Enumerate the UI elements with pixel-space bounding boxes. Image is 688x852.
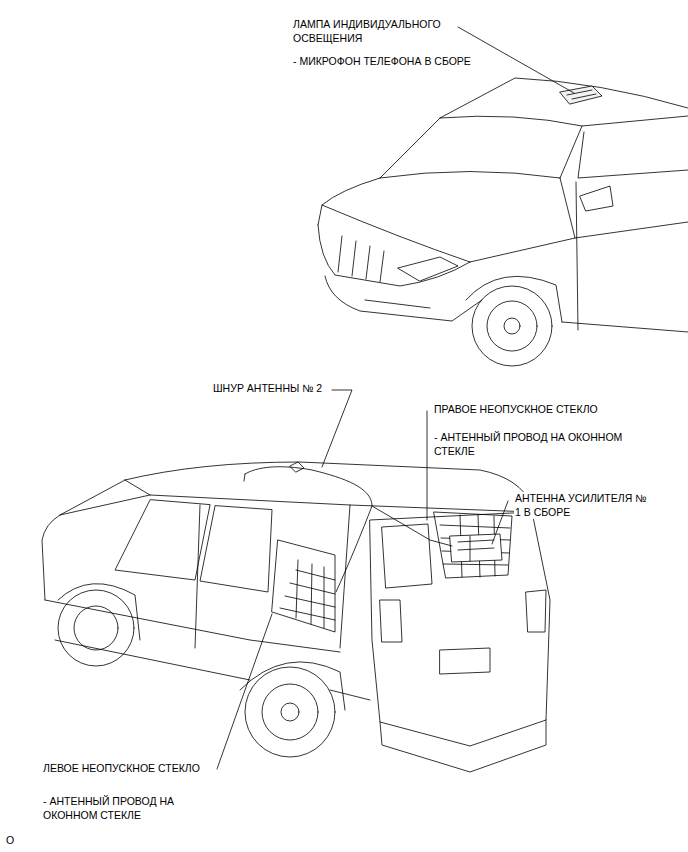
leader-lines bbox=[217, 27, 574, 769]
rear-view-car bbox=[42, 462, 550, 772]
leader-line bbox=[427, 411, 428, 520]
part-label: - МИКРОФОН ТЕЛЕФОНА В СБОРЕ bbox=[292, 55, 472, 69]
leader-line bbox=[217, 614, 272, 769]
front-view-car bbox=[318, 78, 688, 366]
part-label: ЛАМПА ИНДИВИДУАЛЬНОГО ОСВЕЩЕНИЯ bbox=[292, 18, 454, 45]
figure-code: O bbox=[5, 834, 15, 848]
part-label: - АНТЕННЫЙ ПРОВОД НА ОКОННОМ СТЕКЛЕ bbox=[433, 431, 640, 458]
leader-line bbox=[458, 27, 574, 93]
part-label: ШНУР АНТЕННЫ № 2 bbox=[212, 382, 323, 396]
part-label: АНТЕННА УСИЛИТЕЛЯ № 1 В СБОРЕ bbox=[514, 492, 651, 519]
part-label: - АНТЕННЫЙ ПРОВОД НА ОКОННОМ СТЕКЛЕ bbox=[42, 795, 179, 822]
part-label: ЛЕВОЕ НЕОПУСКНОЕ СТЕКЛО bbox=[42, 762, 201, 776]
part-label: ПРАВОЕ НЕОПУСКНОЕ СТЕКЛО bbox=[433, 403, 599, 417]
leader-line bbox=[492, 501, 508, 544]
leader-line bbox=[322, 390, 352, 467]
